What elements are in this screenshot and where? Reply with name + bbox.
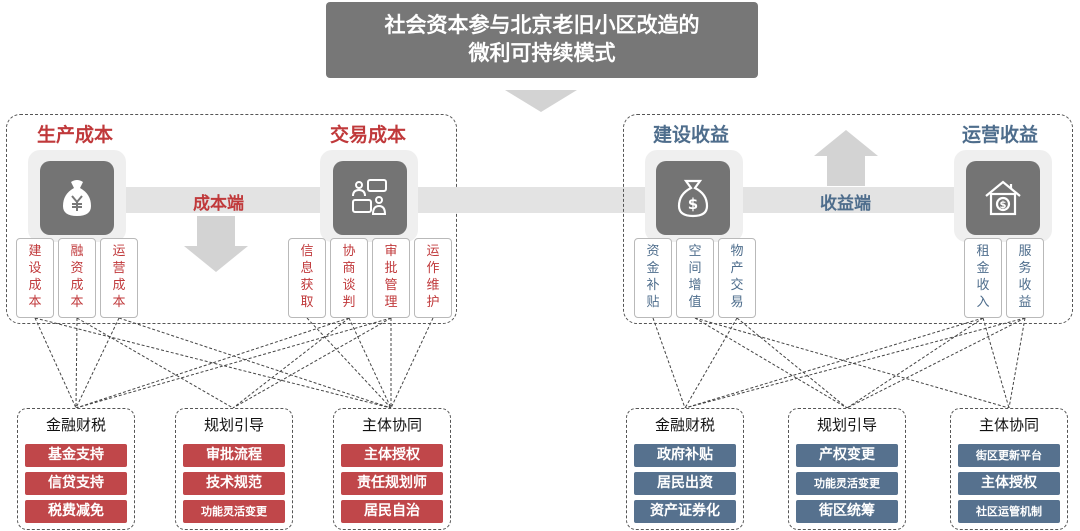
revenue-item-card: 租金收入 [964,238,1002,318]
policy-item: 基金支持 [25,444,127,467]
card-text: 资金补贴 [646,244,660,310]
section-title-production-cost: 生产成本 [37,124,114,146]
cost-item-card: 信息获取 [288,238,326,318]
cost-item-card: 运营成本 [100,238,138,318]
revenue-item-card: 服务收益 [1006,238,1044,318]
cost-item-card: 建设成本 [16,238,54,318]
card-text: 运营成本 [112,244,126,310]
title-down-arrow [505,90,577,112]
revenue-item-card: 资金补贴 [634,238,672,318]
revenue-band-label-text: 收益端 [820,194,871,214]
policy-item: 政府补贴 [634,444,736,467]
revenue-policy-finance: 金融财税 政府补贴 居民出资 资产证券化 [626,408,744,530]
cost-group [6,114,457,324]
policy-item: 审批流程 [183,444,285,467]
card-text: 物产交易 [730,244,744,310]
card-text: 空间增值 [688,244,702,310]
revenue-policy-collaboration: 主体协同 街区更新平台 主体授权 社区运管机制 [950,408,1068,530]
cost-down-arrow [184,216,248,272]
cost-policy-finance: 金融财税 基金支持 信贷支持 税费减免 [17,408,135,530]
negotiation-chat-icon [333,161,407,235]
policy-title: 主体协同 [361,416,422,434]
card-text: 协商谈判 [342,244,356,310]
revenue-item-card: 物产交易 [718,238,756,318]
cost-item-card: 审批管理 [372,238,410,318]
policy-item: 技术规范 [183,472,285,495]
revenue-policy-planning: 规划引导 产权变更 功能灵活变更 街区统筹 [788,408,906,530]
policy-title: 金融财税 [45,416,106,434]
card-text: 信息获取 [300,244,314,310]
policy-item: 主体授权 [958,472,1060,495]
card-text: 运作维护 [426,244,440,310]
title-line-2: 微利可持续模式 [468,41,616,65]
policy-item: 社区运管机制 [958,500,1060,523]
policy-item: 主体授权 [341,444,443,467]
cost-item-card: 协商谈判 [330,238,368,318]
section-title-transaction-cost: 交易成本 [330,124,407,146]
cost-policy-collaboration: 主体协同 主体授权 责任规划师 居民自治 [333,408,451,530]
card-text: 租金收入 [976,244,990,310]
policy-title: 主体协同 [978,416,1039,434]
policy-item: 资产证券化 [634,500,736,523]
policy-item: 功能灵活变更 [183,500,285,523]
cost-item-card: 融资成本 [58,238,96,318]
card-text: 融资成本 [70,244,84,310]
policy-item: 产权变更 [796,444,898,467]
policy-item: 居民自治 [341,500,443,523]
cost-policy-planning: 规划引导 审批流程 技术规范 功能灵活变更 [175,408,293,530]
policy-title: 规划引导 [203,416,264,434]
revenue-band [735,187,975,213]
svg-text:$: $ [688,195,698,213]
policy-item: 功能灵活变更 [796,472,898,495]
card-text: 服务收益 [1018,244,1032,310]
card-text: 审批管理 [384,244,398,310]
policy-item: 责任规划师 [341,472,443,495]
section-title-construction-revenue: 建设收益 [653,124,730,146]
revenue-up-arrow [814,130,878,186]
policy-title: 金融财税 [654,416,715,434]
svg-text:$: $ [1000,200,1007,211]
cost-band-label: 成本端 [193,194,244,214]
title-line-1: 社会资本参与北京老旧小区改造的 [384,13,700,37]
policy-item: 街区统筹 [796,500,898,523]
house-dollar-icon: $ [966,161,1040,235]
revenue-item-card: 空间增值 [676,238,714,318]
policy-item: 信贷支持 [25,472,127,495]
policy-title: 规划引导 [816,416,877,434]
section-title-operation-revenue: 运营收益 [962,124,1039,146]
diagram-title: 社会资本参与北京老旧小区改造的 微利可持续模式 [326,2,758,78]
policy-item: 居民出资 [634,472,736,495]
cost-item-card: 运作维护 [414,238,452,318]
card-text: 建设成本 [28,244,42,310]
money-bag-yen-icon [40,161,114,235]
revenue-group [623,114,1073,324]
money-bag-dollar-icon: $ [656,161,730,235]
policy-item: 街区更新平台 [958,444,1060,467]
policy-item: 税费减免 [25,500,127,523]
